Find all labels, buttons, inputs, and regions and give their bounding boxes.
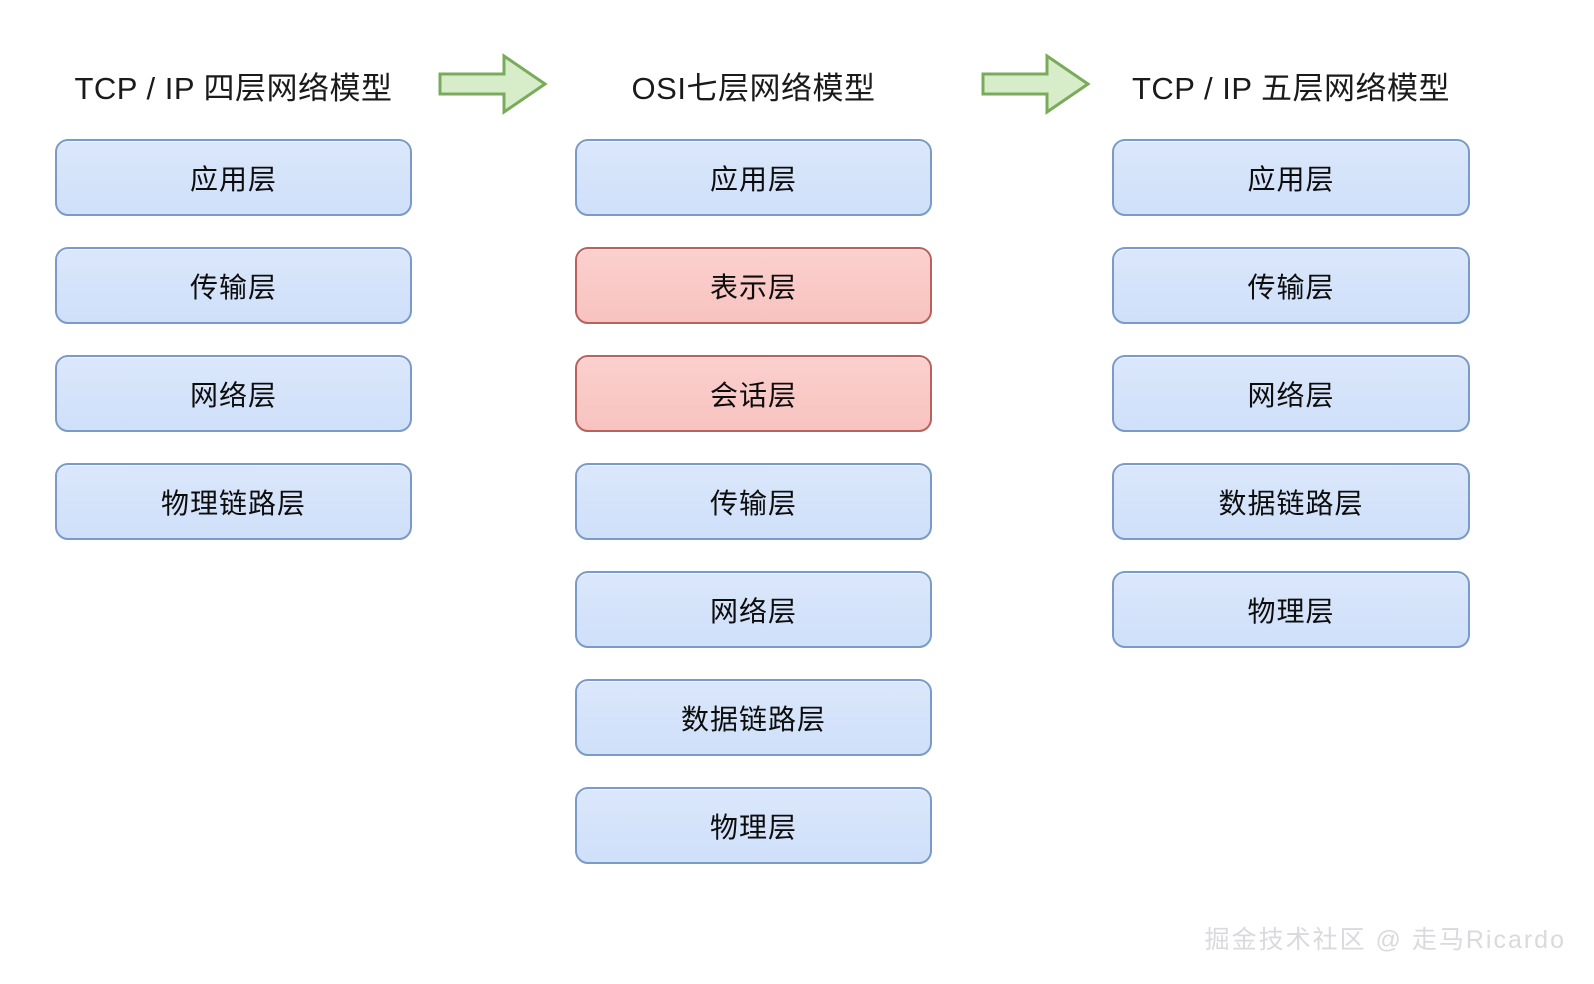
layer-box[interactable]: 网络层 <box>575 571 932 648</box>
layer-box[interactable]: 物理链路层 <box>55 463 412 540</box>
layer-box[interactable]: 应用层 <box>575 139 932 216</box>
layer-box[interactable]: 数据链路层 <box>575 679 932 756</box>
layer-box[interactable]: 数据链路层 <box>1112 463 1470 540</box>
layer-box[interactable]: 会话层 <box>575 355 932 432</box>
layer-box[interactable]: 表示层 <box>575 247 932 324</box>
right-arrow-icon <box>438 53 548 115</box>
layer-box[interactable]: 传输层 <box>55 247 412 324</box>
layer-box[interactable]: 网络层 <box>1112 355 1470 432</box>
layer-box[interactable]: 传输层 <box>575 463 932 540</box>
column-title-osi-seven-layer: OSI七层网络模型 <box>631 70 876 106</box>
layer-stack-osi-seven-layer: 应用层 表示层 会话层 传输层 网络层 数据链路层 物理层 <box>575 139 932 864</box>
layer-box[interactable]: 应用层 <box>1112 139 1470 216</box>
right-arrow-icon <box>981 53 1091 115</box>
layer-stack-tcpip-four-layer: 应用层 传输层 网络层 物理链路层 <box>55 139 412 540</box>
layer-box[interactable]: 传输层 <box>1112 247 1470 324</box>
layer-box[interactable]: 物理层 <box>1112 571 1470 648</box>
layer-box[interactable]: 网络层 <box>55 355 412 432</box>
column-title-tcpip-four-layer: TCP / IP 四层网络模型 <box>74 70 393 106</box>
layer-stack-tcpip-five-layer: 应用层 传输层 网络层 数据链路层 物理层 <box>1112 139 1470 648</box>
layer-box[interactable]: 应用层 <box>55 139 412 216</box>
layer-box[interactable]: 物理层 <box>575 787 932 864</box>
watermark: 掘金技术社区 @ 走马Ricardo <box>1204 926 1566 954</box>
column-title-tcpip-five-layer: TCP / IP 五层网络模型 <box>1131 70 1451 106</box>
